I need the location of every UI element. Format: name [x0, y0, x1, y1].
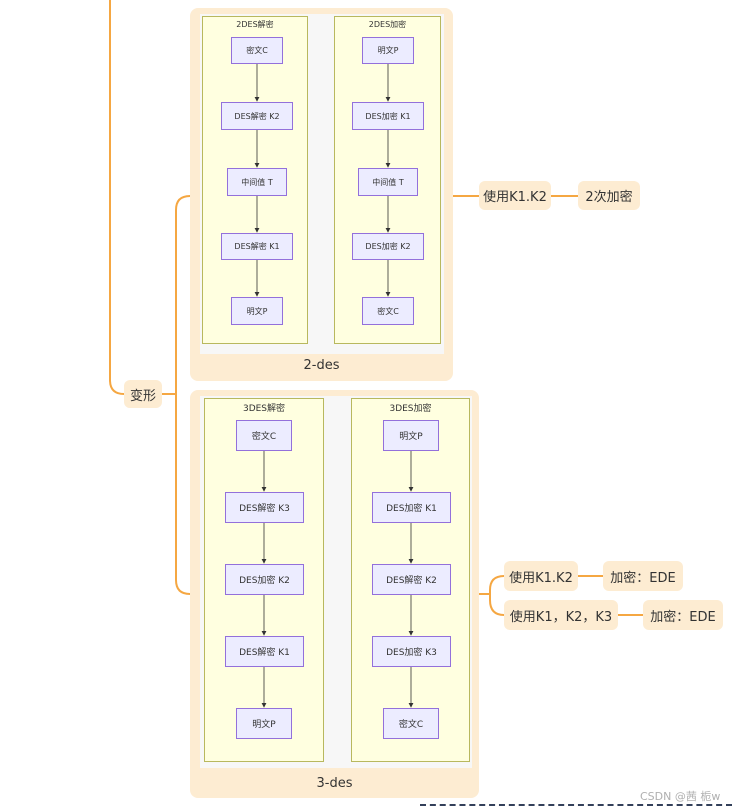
panel-2des[interactable]: 2DES解密 密文C DES解密 K2 中间值 T DES解密 K1 明文P — [190, 8, 453, 381]
lane-arrows — [261, 451, 267, 708]
flow-node: 中间值 T — [227, 168, 287, 196]
branch-pill-bianxing[interactable]: 变形 — [124, 380, 162, 408]
branch-label: 变形 — [129, 388, 156, 404]
lane-arrows — [254, 64, 260, 297]
flow-node: 明文P — [362, 37, 414, 64]
flow-node: 密文C — [236, 420, 292, 451]
pill-label: 使用K1，K2，K3 — [509, 609, 613, 625]
pill-label: 使用K1.K2 — [483, 190, 547, 205]
flow-node: DES解密 K2 — [221, 102, 293, 130]
flow-node: 明文P — [383, 420, 439, 451]
watermark: CSDN @茜 栀w — [640, 790, 721, 803]
pill-label: 加密：EDE — [650, 609, 716, 625]
pill-3des-ede-1[interactable]: 加密：EDE — [603, 561, 683, 591]
pill-3des-use-k1k2k3[interactable]: 使用K1，K2，K3 — [504, 600, 618, 630]
3des-side-connector-1 — [477, 575, 505, 595]
flow-node: 密文C — [383, 708, 439, 739]
flow-node: 明文P — [236, 708, 292, 739]
panel-3des-canvas: 3DES解密 密文C DES解密 K3 DES加密 K2 DES解密 K1 明文… — [200, 396, 472, 768]
flow-node: DES解密 K2 — [372, 564, 451, 595]
branch-3des-connector — [161, 393, 191, 595]
flow-node: DES加密 K1 — [372, 492, 451, 523]
panel-caption: 2-des — [303, 358, 340, 373]
flow-node: DES解密 K1 — [221, 233, 293, 260]
lane-title: 2DES加密 — [368, 20, 407, 29]
flow-node: DES解密 K3 — [225, 492, 304, 523]
flow-node: 明文P — [231, 297, 283, 325]
lane-2des-decrypt: 2DES解密 密文C DES解密 K2 中间值 T DES解密 K1 明文P — [202, 16, 308, 344]
lane-3des-encrypt: 3DES加密 明文P DES加密 K1 DES解密 K2 DES加密 K3 密文… — [351, 398, 470, 762]
3des-side-connector-2 — [489, 593, 505, 616]
lane-title: 2DES解密 — [236, 20, 274, 29]
pill-label: 使用K1.K2 — [509, 570, 573, 586]
flow-node: DES加密 K1 — [352, 102, 424, 130]
trunk-connector — [109, 0, 125, 395]
pill-3des-use-k1k2[interactable]: 使用K1.K2 — [504, 561, 578, 591]
lane-arrows — [385, 64, 391, 297]
pill-3des-ede-2[interactable]: 加密：EDE — [643, 600, 723, 630]
flow-node: DES加密 K2 — [352, 233, 424, 260]
dashed-border — [420, 804, 732, 806]
flow-node: 密文C — [231, 37, 283, 64]
branch-2des-connector — [161, 195, 191, 395]
panel-3des[interactable]: 3DES解密 密文C DES解密 K3 DES加密 K2 DES解密 K1 明文… — [190, 390, 479, 798]
flow-node: DES加密 K3 — [372, 636, 451, 667]
pill-2des-double-encrypt[interactable]: 2次加密 — [578, 181, 640, 210]
lane-3des-decrypt: 3DES解密 密文C DES解密 K3 DES加密 K2 DES解密 K1 明文… — [204, 398, 324, 762]
panel-caption: 3-des — [316, 776, 353, 791]
lane-title: 3DES加密 — [389, 404, 432, 414]
lane-title: 3DES解密 — [242, 404, 286, 414]
lane-2des-encrypt: 2DES加密 明文P DES加密 K1 中间值 T DES加密 K2 密文C — [334, 16, 441, 344]
flow-node: DES加密 K2 — [225, 564, 304, 595]
pill-label: 2次加密 — [585, 190, 633, 205]
panel-2des-canvas: 2DES解密 密文C DES解密 K2 中间值 T DES解密 K1 明文P — [200, 14, 444, 354]
pill-label: 加密：EDE — [610, 570, 676, 586]
lane-arrows — [408, 451, 414, 708]
flow-node: 中间值 T — [358, 168, 418, 196]
flow-node: 密文C — [362, 297, 414, 325]
flow-node: DES解密 K1 — [225, 636, 304, 667]
pill-2des-use-keys[interactable]: 使用K1.K2 — [479, 181, 551, 210]
